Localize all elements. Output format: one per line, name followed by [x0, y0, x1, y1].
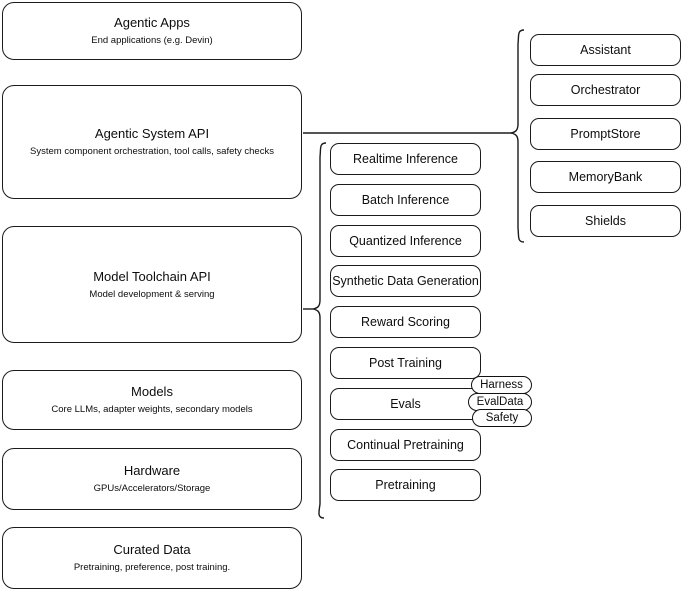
layer-title: Models [131, 384, 173, 399]
layer-subtitle: System component orchestration, tool cal… [30, 146, 274, 157]
component-shields[interactable]: Shields [530, 205, 681, 237]
layer-title: Model Toolchain API [93, 268, 211, 284]
layer-model-toolchain-api[interactable]: Model Toolchain API Model development & … [2, 226, 302, 343]
layer-title: Agentic System API [94, 126, 210, 141]
layer-agentic-system-api[interactable]: Agentic System API System component orch… [2, 85, 302, 199]
layer-subtitle: GPUs/Accelerators/Storage [93, 483, 211, 494]
component-post-training[interactable]: Post Training [330, 347, 481, 379]
component-quantized-inference[interactable]: Quantized Inference [330, 225, 481, 257]
brace-model-toolchain-components [312, 142, 327, 519]
badge-safety[interactable]: Safety [472, 409, 532, 427]
layer-title: Agentic Apps [114, 15, 190, 30]
layer-models[interactable]: Models Core LLMs, adapter weights, secon… [2, 370, 302, 430]
component-promptstore[interactable]: PromptStore [530, 118, 681, 150]
component-orchestrator[interactable]: Orchestrator [530, 74, 681, 106]
layer-curated-data[interactable]: Curated Data Pretraining, preference, po… [2, 527, 302, 589]
component-synthetic-data-generation[interactable]: Synthetic Data Generation [330, 265, 481, 297]
component-reward-scoring[interactable]: Reward Scoring [330, 306, 481, 338]
component-evals[interactable]: Evals [330, 388, 481, 420]
component-pretraining[interactable]: Pretraining [330, 469, 481, 501]
layer-title: Hardware [123, 463, 181, 478]
component-batch-inference[interactable]: Batch Inference [330, 184, 481, 216]
layer-agentic-apps[interactable]: Agentic Apps End applications (e.g. Devi… [2, 2, 302, 60]
layer-subtitle: Core LLMs, adapter weights, secondary mo… [51, 404, 253, 415]
layer-hardware[interactable]: Hardware GPUs/Accelerators/Storage [2, 448, 302, 510]
component-memorybank[interactable]: MemoryBank [530, 161, 681, 193]
component-continual-pretraining[interactable]: Continual Pretraining [330, 429, 481, 461]
component-assistant[interactable]: Assistant [530, 34, 681, 66]
badge-harness[interactable]: Harness [471, 376, 532, 394]
layer-subtitle: End applications (e.g. Devin) [91, 35, 213, 46]
brace-agentic-system-components [510, 29, 525, 243]
component-realtime-inference[interactable]: Realtime Inference [330, 143, 481, 175]
layer-title: Curated Data [113, 542, 191, 557]
layer-subtitle: Pretraining, preference, post training. [73, 562, 231, 573]
layer-subtitle: Model development & serving [89, 288, 215, 300]
